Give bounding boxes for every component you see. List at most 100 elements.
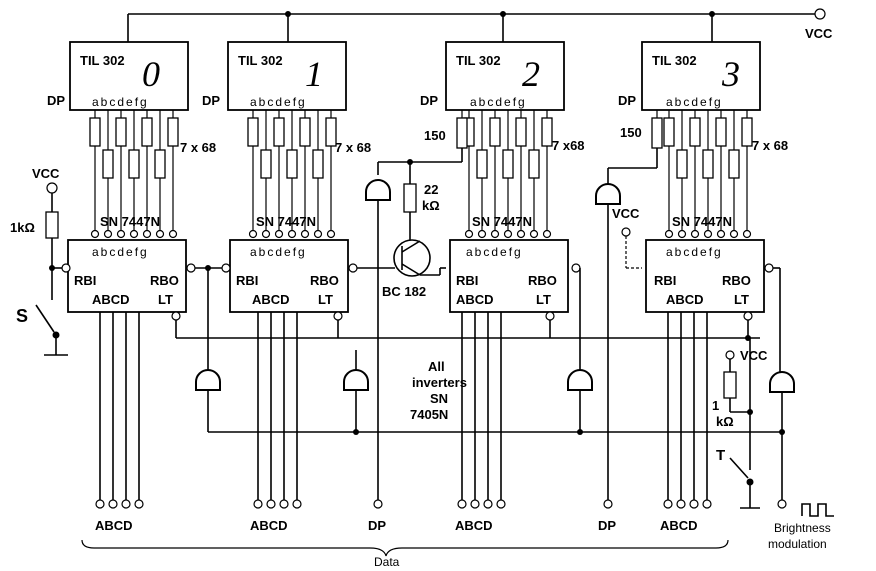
resistor-icon: [102, 149, 114, 179]
dp-resistor-label: 150: [620, 125, 642, 140]
vcc-label: VCC: [612, 206, 640, 221]
note-line: SN: [430, 391, 448, 406]
lt-label: LT: [536, 292, 551, 307]
resistor-icon: [247, 117, 259, 147]
rbi-pullup: VCC: [612, 206, 642, 269]
rbo-label: RBO: [310, 273, 339, 288]
resistor-icon: [728, 149, 740, 179]
display-2: TIL 302 1 DP abcdefg 7 x 68: [202, 41, 371, 155]
segment-pins: abcdefg: [250, 95, 307, 109]
resistor-icon: [541, 117, 553, 147]
decoder-part: SN 7447N: [256, 214, 316, 229]
ripple-blanking-chain: [186, 263, 781, 372]
resistor-icon: [515, 117, 527, 147]
bcd-input-label: ABCD: [250, 518, 288, 533]
dp-label: DP: [420, 93, 438, 108]
vcc-label: VCC: [740, 348, 768, 363]
display-3: TIL 302 2 DP abcdefg 7 x68 150: [420, 41, 585, 153]
vcc-label: VCC: [805, 26, 833, 41]
brightness-label: Brightness: [774, 521, 831, 535]
dp-input-label: DP: [598, 518, 616, 533]
bcd-input-label: ABCD: [95, 518, 133, 533]
segment-pins: abcdefg: [666, 95, 723, 109]
resistor-icon: [502, 149, 514, 179]
lt-label: LT: [318, 292, 333, 307]
resistor-icon: [260, 149, 272, 179]
display-digit: 0: [142, 54, 160, 94]
dp-inverter-2: [595, 148, 658, 500]
pulse-wave-icon: [801, 503, 834, 517]
resistor-icon: [528, 149, 540, 179]
resistor-icon: [651, 117, 663, 149]
rbi-label: RBI: [654, 273, 676, 288]
decoder-1: SN 7447N abcdefg RBI RBO ABCD LT: [67, 214, 187, 313]
resistor-icon: [676, 149, 688, 179]
bottom-labels: ABCD ABCD DP ABCD DP ABCD Brightness mod…: [81, 503, 834, 569]
note-line: All: [428, 359, 445, 374]
data-label: Data: [374, 555, 400, 569]
bcd-input-label: ABCD: [455, 518, 493, 533]
resistor-icon: [476, 149, 488, 179]
lt-label: LT: [734, 292, 749, 307]
decoder-pins: abcdefg: [466, 245, 523, 259]
transistor-icon: [393, 239, 431, 277]
resistor-icon: [403, 183, 417, 213]
resistor-icon: [312, 149, 324, 179]
inverter-note: All inverters SN 7405N: [410, 359, 467, 422]
inputs-label: ABCD: [456, 292, 494, 307]
display-1: TIL 302 0 DP abcdefg 7 x 68: [47, 41, 216, 155]
resistor-icon: [741, 117, 753, 147]
segment-resistor-networks: [89, 110, 753, 239]
rbi-label: RBI: [456, 273, 478, 288]
transistor-bc182: 22 kΩ BC 182: [378, 148, 463, 299]
resistor-array-label: 7 x 68: [180, 140, 216, 155]
blanking-inverters: [195, 350, 795, 500]
blanking-input-circuit: VCC 1kΩ S: [10, 166, 71, 356]
brightness-label: modulation: [768, 537, 827, 551]
note-line: 7405N: [410, 407, 448, 422]
inputs-label: ABCD: [92, 292, 130, 307]
segment-pins: abcdefg: [92, 95, 149, 109]
resistor-icon: [299, 117, 311, 147]
data-input-lines: [95, 312, 787, 509]
resistor-icon: [456, 117, 468, 149]
inputs-label: ABCD: [252, 292, 290, 307]
lamp-test-bus: [171, 311, 760, 341]
lamp-test-circuit: VCC 1 kΩ T: [712, 338, 768, 509]
dp-resistor-label: 150: [424, 128, 446, 143]
rbi-label: RBI: [236, 273, 258, 288]
note-line: inverters: [412, 375, 467, 390]
switch-icon: [35, 304, 55, 333]
resistor-icon: [286, 149, 298, 179]
resistor-icon: [489, 117, 501, 147]
decoder-pins: abcdefg: [92, 245, 149, 259]
switch-label: S: [16, 306, 28, 326]
resistor-icon: [723, 371, 737, 399]
rbo-label: RBO: [528, 273, 557, 288]
decoder-pins: abcdefg: [250, 245, 307, 259]
segment-pins: abcdefg: [470, 95, 527, 109]
resistor-value: 1kΩ: [10, 220, 35, 235]
inputs-label: ABCD: [666, 292, 704, 307]
vcc-label: VCC: [32, 166, 60, 181]
decoder-part: SN 7447N: [100, 214, 160, 229]
resistor-icon: [715, 117, 727, 147]
vcc-rail: VCC: [127, 8, 833, 42]
decoder-part: SN 7447N: [672, 214, 732, 229]
transistor-part: BC 182: [382, 284, 426, 299]
display-4: TIL 302 3 DP abcdefg 7 x 68 150: [618, 41, 788, 153]
display-digit: 2: [522, 54, 540, 94]
resistor-icon: [154, 149, 166, 179]
dp-label: DP: [47, 93, 65, 108]
rbi-label: RBI: [74, 273, 96, 288]
dp-label: DP: [618, 93, 636, 108]
resistor-icon: [702, 149, 714, 179]
resistor-icon: [45, 211, 59, 239]
decoder-2: SN 7447N abcdefg RBI RBO ABCD LT: [229, 214, 349, 313]
resistor-icon: [663, 117, 675, 147]
rbo-label: RBO: [150, 273, 179, 288]
resistor-array-label: 7 x 68: [752, 138, 788, 153]
decoder-pins: abcdefg: [666, 245, 723, 259]
dp-label: DP: [202, 93, 220, 108]
